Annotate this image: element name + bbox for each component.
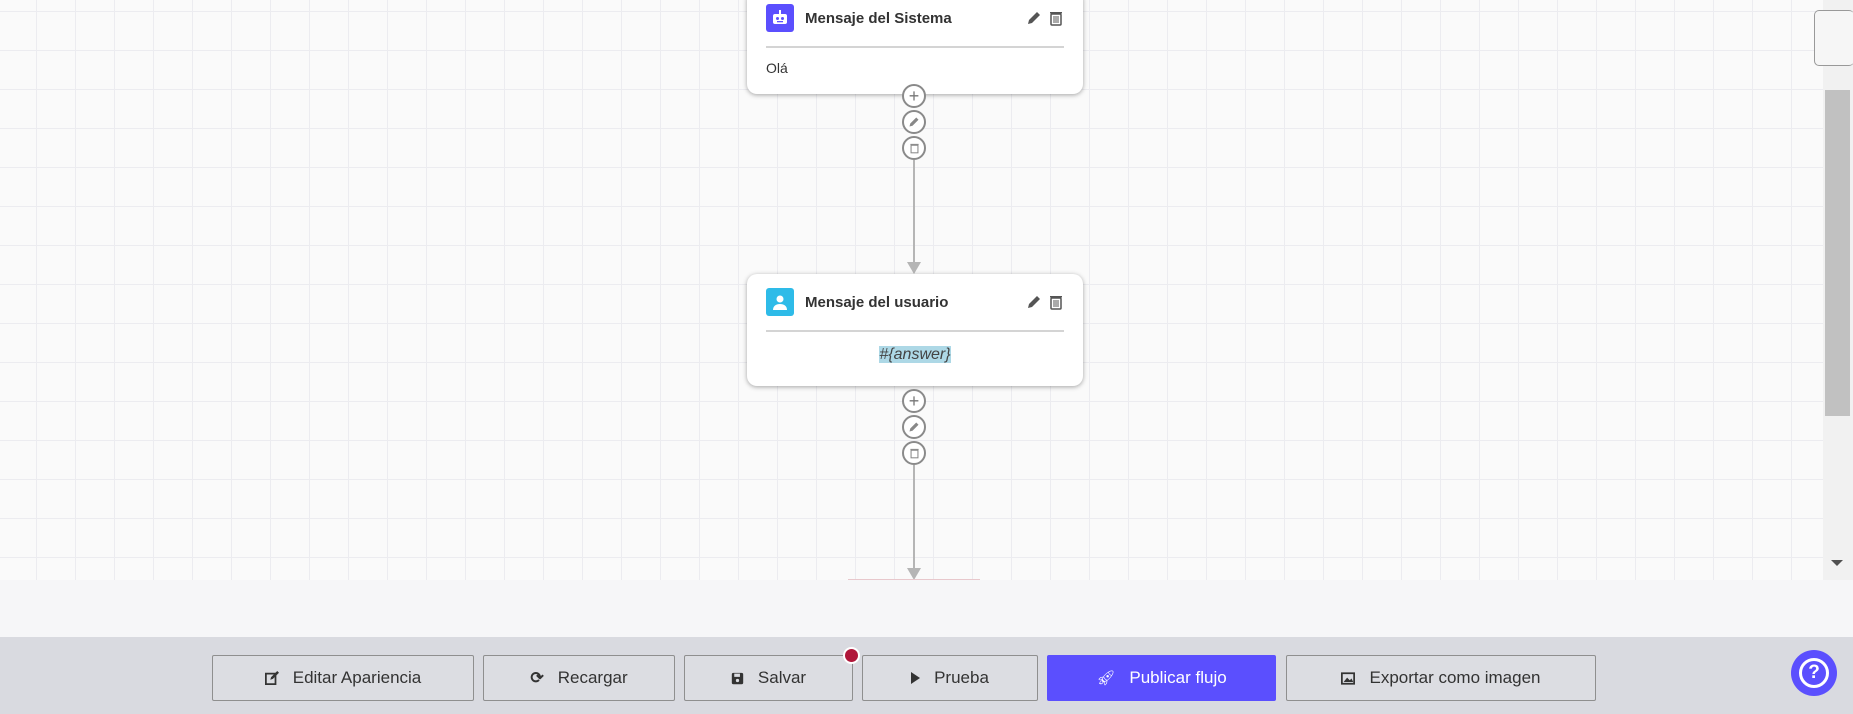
edit-icon [264, 671, 279, 685]
button-label: Exportar como imagen [1369, 668, 1541, 687]
edit-connection-button[interactable] [902, 110, 926, 134]
node-system-message[interactable]: Mensaje del Sistema Olá [747, 0, 1083, 94]
node-user-message[interactable]: Mensaje del usuario #{answer} [747, 274, 1083, 386]
scrollbar-thumb[interactable] [1825, 90, 1850, 416]
connector-line [913, 160, 915, 262]
user-icon [766, 288, 794, 316]
question-icon: ? [1799, 658, 1829, 688]
help-button[interactable]: ? [1791, 650, 1837, 696]
trash-icon[interactable] [1048, 294, 1064, 310]
save-button[interactable]: Salvar [684, 647, 860, 701]
side-panel-tab[interactable] [1814, 10, 1853, 66]
arrow-down-icon [907, 568, 921, 580]
trash-icon [909, 143, 919, 154]
play-icon [911, 672, 921, 684]
edit-appearance-button[interactable]: Editar Apariencia [212, 655, 474, 701]
button-label: Publicar flujo [1129, 668, 1227, 687]
export-image-button[interactable]: Exportar como imagen [1286, 655, 1596, 701]
add-node-button[interactable]: + [902, 84, 926, 108]
button-label: Recargar [557, 668, 628, 687]
image-icon [1341, 671, 1356, 685]
button-label: Editar Apariencia [292, 668, 422, 687]
plus-icon: + [908, 391, 920, 411]
bottom-toolbar: Editar Apariencia ⟳ Recargar Salvar Prue… [0, 637, 1853, 714]
reload-button[interactable]: ⟳ Recargar [483, 655, 675, 701]
test-button[interactable]: Prueba [862, 655, 1038, 701]
edit-pencil-icon[interactable] [1026, 294, 1042, 310]
rocket-icon: 🚀︎ [1096, 670, 1116, 687]
scroll-down-icon[interactable] [1831, 560, 1843, 566]
node-body: Olá [766, 60, 788, 76]
publish-flow-button[interactable]: 🚀︎ Publicar flujo [1047, 655, 1276, 701]
button-label: Prueba [934, 668, 989, 687]
floppy-disk-icon [731, 672, 744, 684]
unsaved-changes-dot [843, 647, 860, 664]
arrow-down-icon [907, 262, 921, 274]
add-node-button[interactable]: + [902, 389, 926, 413]
button-label: Salvar [757, 668, 807, 687]
flow-canvas[interactable]: Mensaje del Sistema Olá + Mensaje del us… [0, 0, 1823, 580]
edit-pencil-icon[interactable] [1026, 10, 1042, 26]
delete-connection-button[interactable] [902, 136, 926, 160]
trash-icon [909, 448, 919, 459]
robot-icon [766, 4, 794, 32]
node-title: Mensaje del usuario [805, 293, 949, 311]
refresh-icon: ⟳ [530, 670, 544, 687]
next-node-edge [848, 579, 980, 580]
node-body: #{answer} [879, 346, 951, 363]
node-title: Mensaje del Sistema [805, 9, 952, 27]
delete-connection-button[interactable] [902, 441, 926, 465]
trash-icon[interactable] [1048, 10, 1064, 26]
vertical-scrollbar[interactable] [1814, 0, 1853, 580]
connector-line [913, 465, 915, 568]
plus-icon: + [908, 86, 920, 106]
pencil-icon [909, 422, 919, 432]
edit-connection-button[interactable] [902, 415, 926, 439]
pencil-icon [909, 117, 919, 127]
